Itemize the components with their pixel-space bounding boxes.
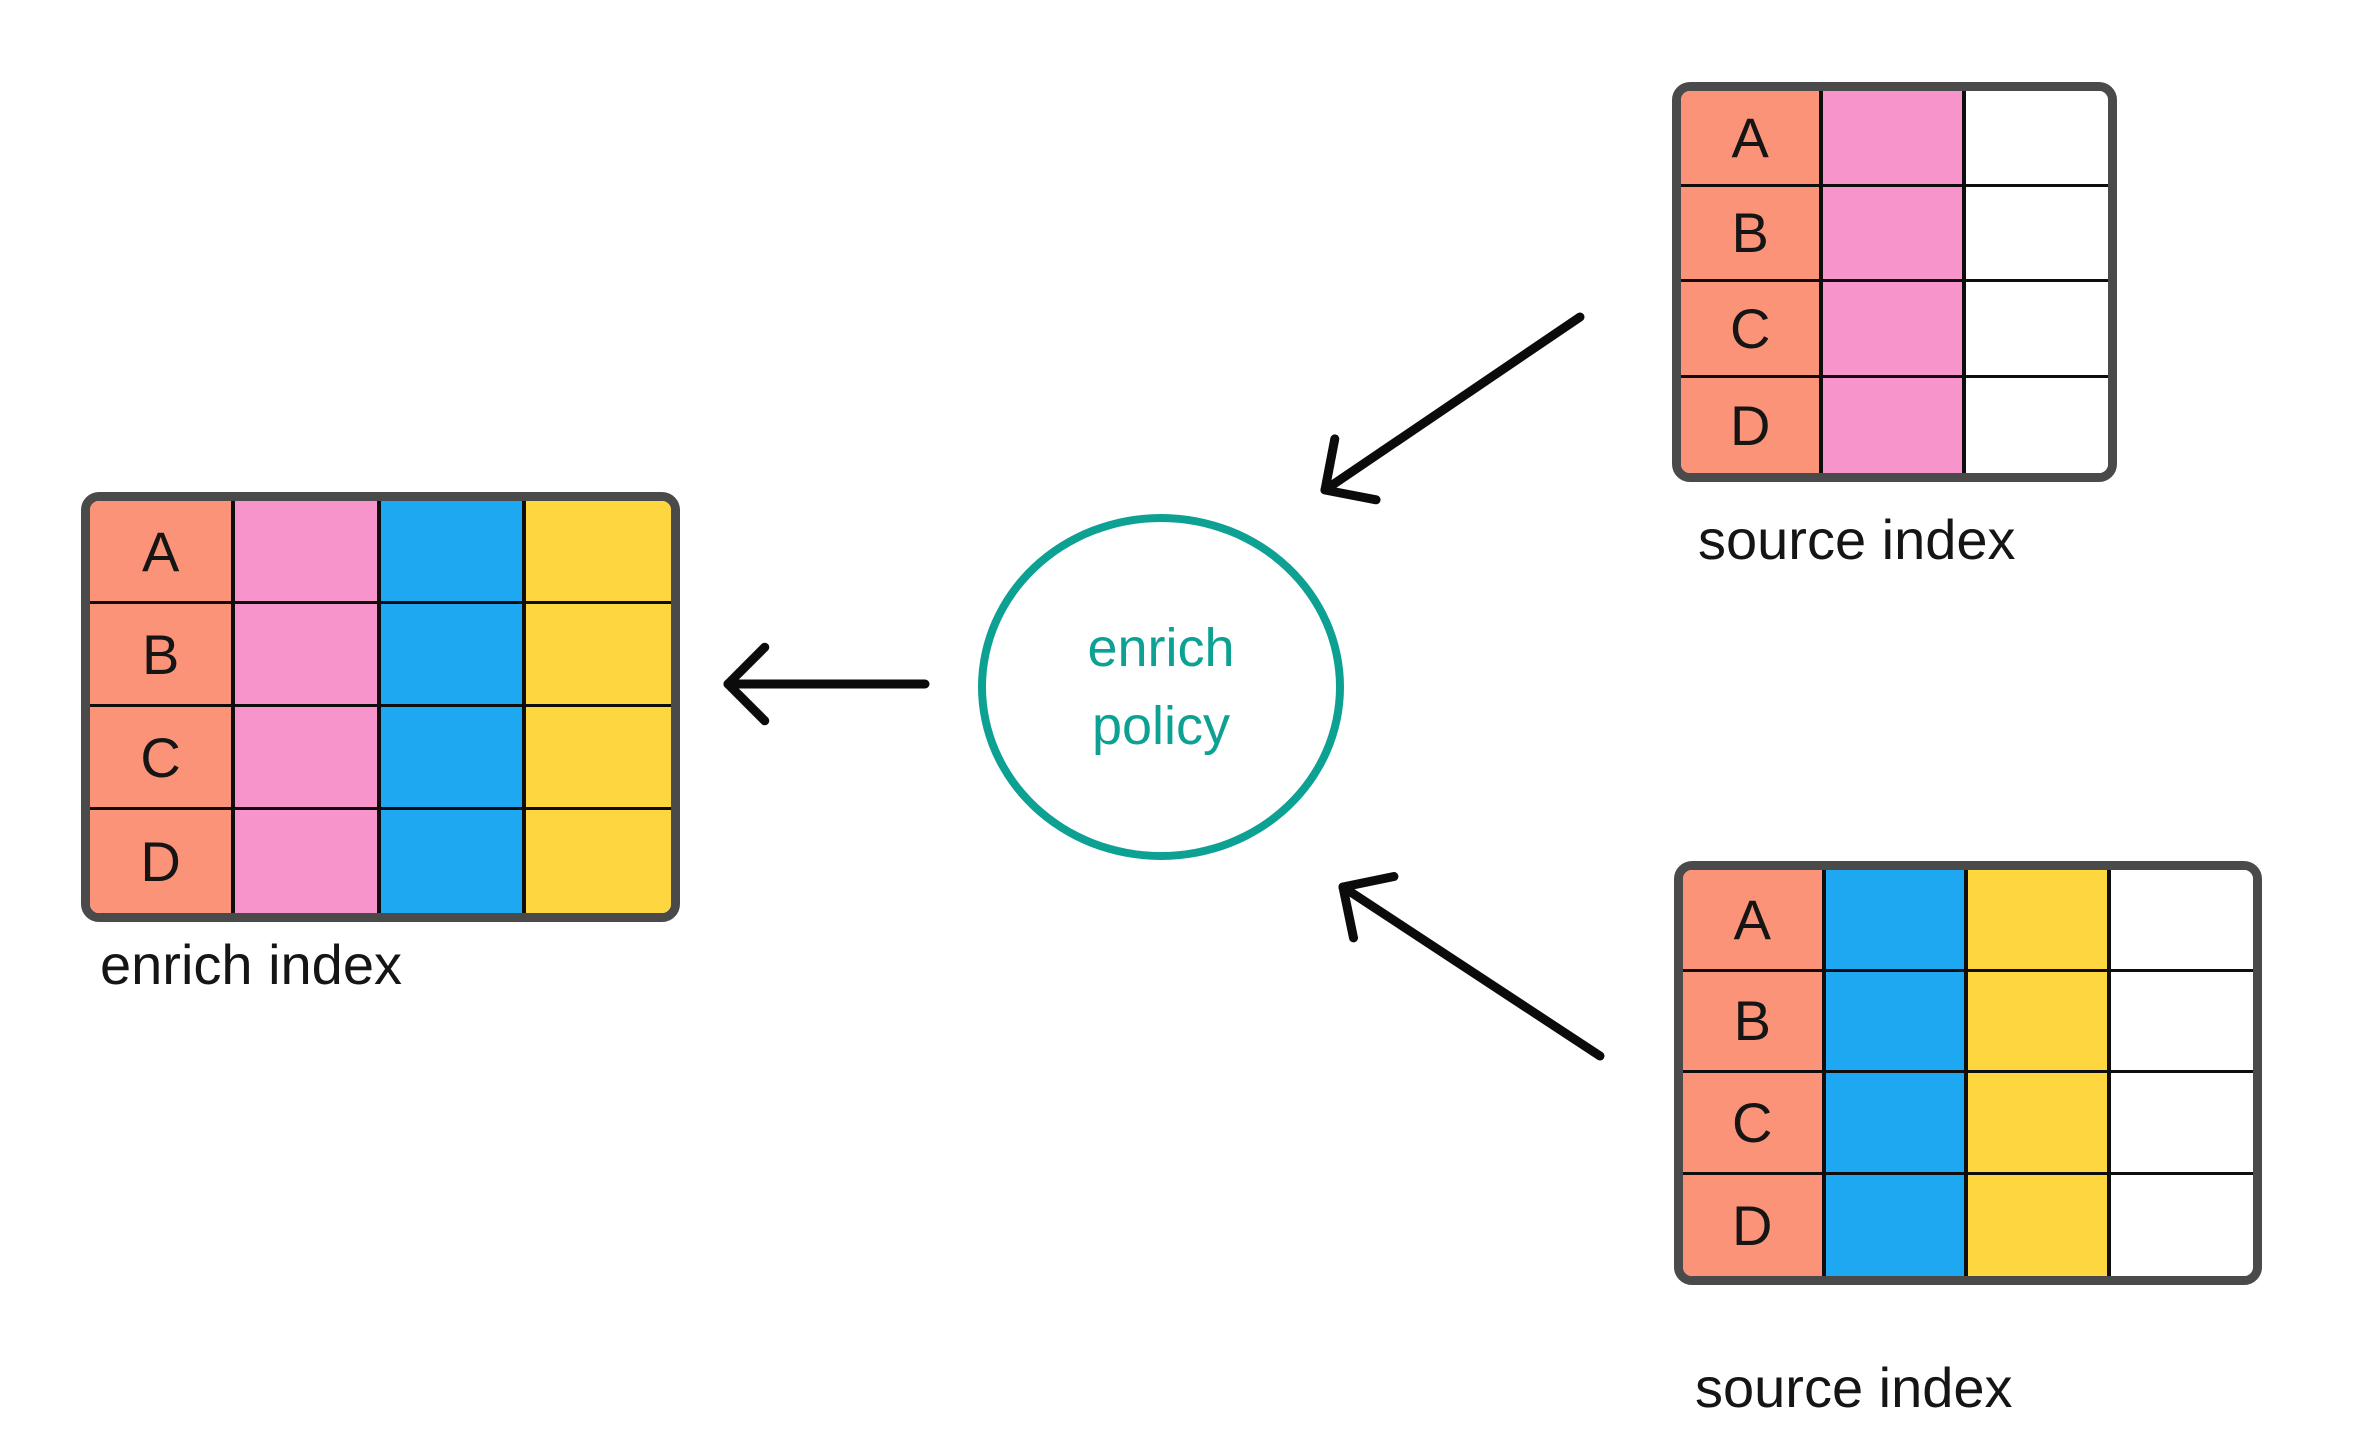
table-cell-blue (1825, 1073, 1968, 1175)
table-cell-blue (1825, 870, 1968, 972)
arrowhead-leg (1320, 434, 1340, 495)
table-cell-pink (235, 604, 381, 707)
table-cell-yellow (525, 501, 671, 604)
table-cell-white (2110, 1174, 2253, 1276)
table-cell-pink (1823, 186, 1966, 282)
table-cell-key-B: B (90, 604, 236, 707)
table-cell-key-D: D (1683, 1174, 1826, 1276)
arrow-shaft (1320, 312, 1585, 495)
table-cell-key-C: C (90, 707, 236, 810)
source-index-bottom-label: source index (1695, 1356, 2013, 1419)
table-cell-white (1965, 186, 2108, 282)
table-cell-blue (1825, 1174, 1968, 1276)
table-cell-key-D: D (1681, 377, 1824, 473)
table-cell-key-D: D (90, 810, 236, 913)
table-cell-yellow (525, 707, 671, 810)
table-cell-yellow (525, 810, 671, 913)
arrow-shaft (1338, 882, 1605, 1061)
arrow-source-bottom-to-policy (1338, 871, 1605, 1061)
arrow-policy-to-enrich-index (723, 642, 930, 726)
table-cell-yellow (1968, 1174, 2111, 1276)
table-cell-pink (1823, 377, 1966, 473)
table-cell-yellow (1968, 1073, 2111, 1175)
table-cell-key-A: A (1683, 870, 1826, 972)
arrowhead-leg (1338, 882, 1359, 943)
table-cell-yellow (1968, 971, 2111, 1073)
table-cell-white (2110, 870, 2253, 972)
table-cell-white (1965, 377, 2108, 473)
arrow-source-top-to-policy (1320, 312, 1585, 505)
arrowhead-leg (1320, 485, 1381, 505)
table-cell-yellow (525, 604, 671, 707)
table-cell-pink (235, 810, 381, 913)
enrich-policy-label-line2: policy (1091, 696, 1231, 756)
table-cell-pink (235, 501, 381, 604)
source-index-top-label: source index (1698, 508, 2016, 571)
table-cell-key-C: C (1681, 282, 1824, 378)
enrich-policy-label: enrich policy (1087, 609, 1234, 766)
arrowhead-leg (723, 679, 770, 726)
table-cell-key-B: B (1681, 186, 1824, 282)
table-cell-yellow (1968, 870, 2111, 972)
arrowhead-leg (723, 642, 770, 689)
table-cell-white (1965, 282, 2108, 378)
enrich-policy-label-line1: enrich (1087, 617, 1235, 678)
table-cell-white (2110, 1073, 2253, 1175)
table-cell-key-B: B (1683, 971, 1826, 1073)
arrowhead-leg (1338, 871, 1399, 892)
table-cell-pink (1823, 91, 1966, 187)
table-cell-blue (1825, 971, 1968, 1073)
table-cell-blue (380, 707, 526, 810)
table-cell-white (2110, 971, 2253, 1073)
enrich-policy-circle: enrich policy (978, 514, 1344, 860)
table-cell-white (1965, 91, 2108, 187)
table-cell-pink (1823, 282, 1966, 378)
table-cell-blue (380, 810, 526, 913)
table-cell-blue (380, 604, 526, 707)
table-cell-pink (235, 707, 381, 810)
table-cell-blue (380, 501, 526, 604)
table-cell-key-A: A (1681, 91, 1824, 187)
enrich-index-label: enrich index (100, 933, 402, 996)
table-cell-key-A: A (90, 501, 236, 604)
table-cell-key-C: C (1683, 1073, 1826, 1175)
